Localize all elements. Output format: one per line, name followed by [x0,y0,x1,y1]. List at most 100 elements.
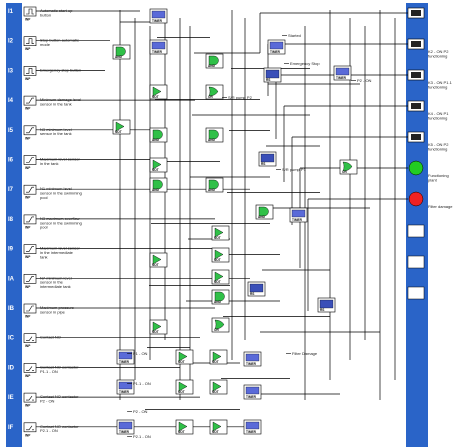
block-type-label: AND [258,215,266,219]
input-id-ic: IC [8,336,15,342]
input-type-label: INP [25,374,31,378]
output-id-q8: Q8 [430,227,439,233]
not-gate-icon [152,159,162,170]
pushbutton-icon [26,38,34,44]
input-label: Emergency stop button [40,67,81,72]
input-terminal-i1 [23,6,37,17]
input-label: pool [40,195,48,200]
input-id-if: IF [8,425,14,431]
level-sensor-icon [26,216,34,223]
input-terminal-ie [23,392,37,403]
block-type-label: TIMER [246,430,257,434]
input-id-i6: I6 [8,158,14,164]
level-sensor-icon [26,157,34,163]
timer-icon [245,386,260,395]
input-type-label: INP [25,344,31,348]
input-type-label: INP [25,315,31,319]
output-id-q5: Q5 [430,134,439,140]
not-gate-icon [152,86,162,97]
block-type-label: AND [214,300,222,304]
input-id-i8: I8 [8,217,14,223]
annotation-p1-on: P1 - ON [133,351,148,356]
input-type-label: INP [25,77,31,81]
timer-icon [245,353,260,362]
input-id-ib: IB [8,306,15,312]
and-gate-icon [208,129,219,140]
input-type-label: INP [25,47,31,51]
block-type-label: NOT [152,168,159,172]
and-gate-icon [214,291,225,302]
block-type-label: NOT [214,258,221,262]
timer-icon [118,351,133,360]
input-type-label: INP [25,196,31,200]
input-label: sensor in the swimming [40,220,82,225]
empty-output-slot [407,255,425,269]
output-id-q2: Q2 [430,41,439,47]
block-type-label: TIMER [336,76,347,80]
timer-icon [245,421,260,430]
not-gate-icon [152,321,162,332]
block-type-label: NOT [214,280,221,284]
not-gate-icon [178,381,188,392]
output-label: plant [428,177,438,182]
timer-icon [335,67,350,76]
block-type-label: OR [342,170,347,174]
or-gate-icon [214,319,225,330]
input-terminal-ia [23,273,37,284]
annotation-p1-1-on: P1.1 - ON [133,381,151,386]
rs-flipflop-icon [249,283,264,293]
timer-icon [269,41,284,50]
block-type-label: NOT [115,130,122,134]
output-id-q1: Q1 [430,10,439,16]
output-id-q7: Q7 [430,196,439,202]
input-type-label: INP [25,225,31,229]
block-type-label: TIMER [246,362,257,366]
output-label: K2 - ON P2 [428,49,449,54]
input-label: Maximum level sensor [40,157,80,162]
pushbutton-icon [26,68,34,74]
input-label: P2.1 - ON [40,428,58,433]
input-id-id: ID [8,365,15,371]
timer-icon [291,209,306,218]
pushbutton-icon [26,8,34,15]
output-id-qa: QA [430,289,440,295]
annotation-started: Started [288,33,301,38]
relay-icon [411,72,421,78]
annotation-filter-damage: Filter Damage [292,351,318,356]
input-label: N7 minimum level [40,275,72,280]
input-label: sensor in pipe [40,309,66,314]
input-label: in the tank [40,161,58,166]
contact-icon [26,366,34,371]
input-label: N3 minimum level [40,127,72,132]
timer-icon [118,421,133,430]
block-type-label: NOT [212,430,219,434]
block-type-label: RS [266,78,270,82]
input-id-i3: I3 [8,68,14,74]
block-type-label: NOT [152,263,159,267]
block-type-label: AND [208,138,216,142]
input-terminal-i9 [23,244,37,254]
rs-flipflop-icon [319,299,334,309]
not-gate-icon [178,351,188,362]
output-label: K4 - ON P1 [428,111,449,116]
block-type-label: AND [152,188,160,192]
input-id-ia: IA [8,276,15,282]
and-gate-icon [258,206,269,217]
input-type-label: INP [25,433,31,437]
level-sensor-icon [26,186,34,193]
input-type-label: INP [25,18,31,22]
not-gate-icon [212,381,222,392]
input-label: N1 minimum level [40,186,72,191]
not-gate-icon [178,421,188,432]
input-label: Contact NO [40,335,61,340]
input-label: Minimum damage level [40,97,81,102]
input-label: Contact NO contactor [40,394,79,399]
block-type-label: TIMER [246,395,257,399]
input-label: Contact NO contactor [40,424,79,429]
